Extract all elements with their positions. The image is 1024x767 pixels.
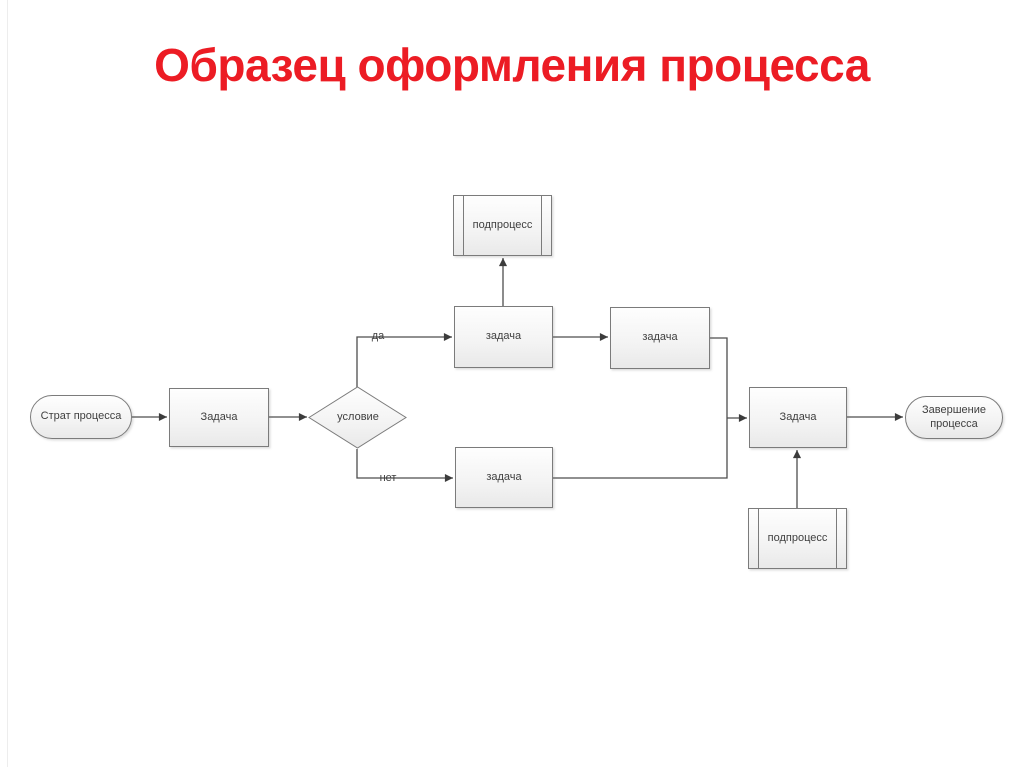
connector-yes-branch — [356, 332, 452, 387]
connector-no-branch — [356, 449, 453, 483]
slide-left-edge-line — [7, 0, 8, 767]
edge-label-yes: да — [371, 330, 385, 342]
connector-taskbottom-merge — [553, 418, 728, 479]
task-node-top-1: задача — [454, 306, 553, 368]
task-node-top-2: задача — [610, 307, 710, 369]
task-node-final: Задача — [749, 387, 847, 448]
subprocess-node-bottom: подпроцесс — [748, 508, 847, 569]
end-node: Завершение процесса — [905, 396, 1003, 439]
page-title: Образец оформления процесса — [154, 39, 870, 91]
task-node-bottom: задача — [455, 447, 553, 508]
connector-tasktop2-merge — [710, 337, 728, 418]
subprocess-node-top: подпроцесс — [453, 195, 552, 256]
start-node: Страт процесса — [30, 395, 132, 439]
edge-label-no: нет — [379, 472, 397, 484]
task-node-1: Задача — [169, 388, 269, 447]
decision-node-label: условие — [337, 411, 379, 423]
decision-diamond-shape — [308, 386, 407, 449]
